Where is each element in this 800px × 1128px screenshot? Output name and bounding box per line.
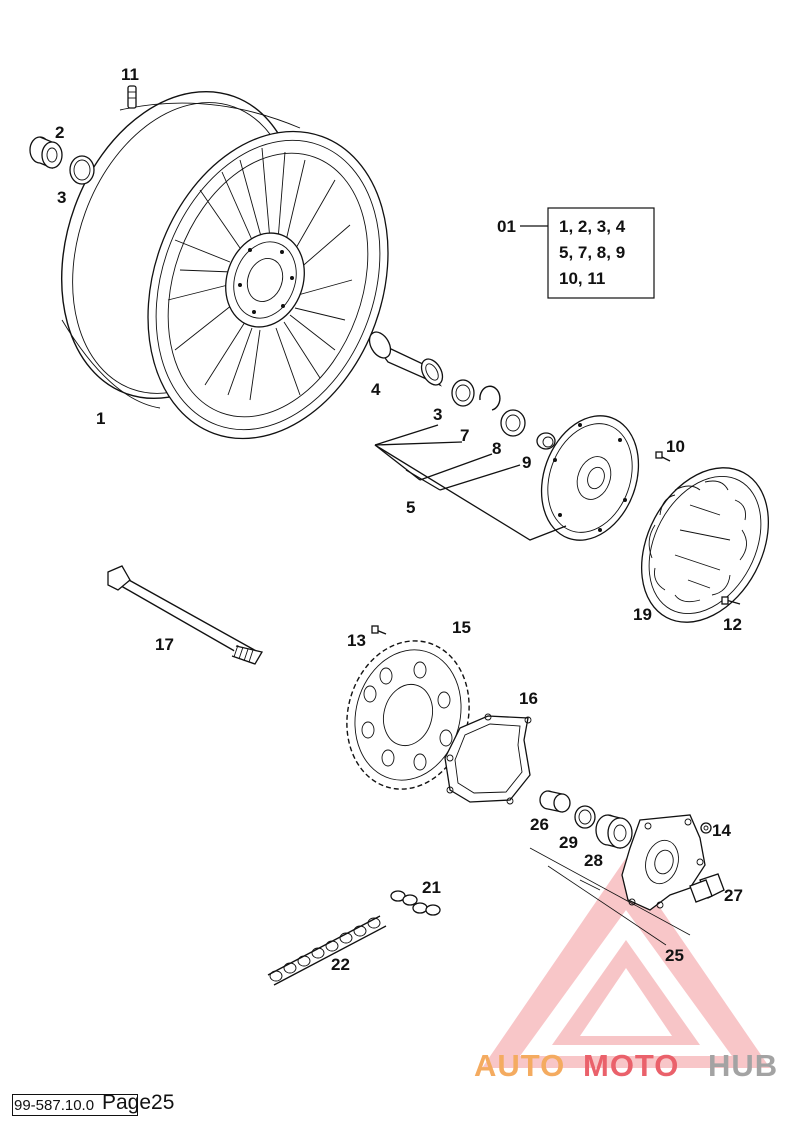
watermark-logo: AUTO MOTO HUB bbox=[474, 858, 778, 1083]
callout-13: 13 bbox=[347, 631, 366, 650]
watermark-text-auto: AUTO bbox=[474, 1048, 565, 1083]
callout-22: 22 bbox=[331, 955, 350, 974]
callout-labels: 11 2 3 1 4 3 7 8 9 5 10 19 12 17 13 15 1… bbox=[55, 65, 743, 974]
damper-part-27 bbox=[689, 873, 725, 903]
leader-lines bbox=[374, 225, 691, 946]
seal-part-29 bbox=[574, 805, 596, 829]
callout-15: 15 bbox=[452, 618, 471, 637]
nut-part-14 bbox=[700, 822, 712, 834]
callout-27: 27 bbox=[724, 886, 743, 905]
callout-26: 26 bbox=[530, 815, 549, 834]
callout-14: 14 bbox=[712, 821, 731, 840]
callout-17: 17 bbox=[155, 635, 174, 654]
callout-5: 5 bbox=[406, 498, 415, 517]
brake-disc-part bbox=[640, 467, 770, 623]
spacer-part-9 bbox=[536, 432, 556, 450]
seal-ring-part-8 bbox=[500, 409, 526, 437]
footer-page-label: Page25 bbox=[102, 1091, 175, 1114]
callout-8: 8 bbox=[492, 439, 501, 458]
sprocket-carrier-part-25 bbox=[621, 814, 706, 911]
screw-part-12 bbox=[721, 596, 741, 605]
callout-3-upper: 3 bbox=[57, 188, 66, 207]
callout-29: 29 bbox=[559, 833, 578, 852]
footer-code: 99-587.10.0 bbox=[14, 1097, 95, 1114]
legend-key: 01 bbox=[497, 217, 516, 236]
callout-4: 4 bbox=[371, 380, 381, 399]
callout-3-lower: 3 bbox=[433, 405, 442, 424]
spacer-tube-part-4 bbox=[368, 331, 444, 387]
screw-part-13 bbox=[371, 625, 387, 635]
chain-link-part-21 bbox=[390, 890, 441, 916]
bearing-part-28 bbox=[595, 814, 633, 849]
spacer-part-2 bbox=[29, 136, 63, 169]
axle-part-17 bbox=[107, 565, 264, 665]
assembly-legend: 01 1, 2, 3, 4 5, 7, 8, 9 10, 11 bbox=[497, 207, 655, 299]
callout-10: 10 bbox=[666, 437, 685, 456]
chain-part-22 bbox=[267, 915, 387, 986]
callout-25: 25 bbox=[665, 946, 684, 965]
bearing-part-3-lower bbox=[451, 379, 475, 407]
legend-line-1: 1, 2, 3, 4 bbox=[559, 217, 626, 236]
footer-code-box bbox=[12, 1094, 138, 1116]
legend-line-3: 10, 11 bbox=[559, 269, 605, 288]
valve-part bbox=[127, 85, 137, 109]
callout-7: 7 bbox=[460, 426, 469, 445]
callout-21: 21 bbox=[422, 878, 441, 897]
circlip-part-7 bbox=[479, 385, 501, 411]
callout-19: 19 bbox=[633, 605, 652, 624]
callout-16: 16 bbox=[519, 689, 538, 708]
gasket-part-16 bbox=[444, 713, 532, 805]
callout-11: 11 bbox=[121, 65, 139, 84]
bearing-part-3-upper bbox=[69, 155, 95, 185]
spacer-part-26 bbox=[539, 790, 571, 813]
legend-line-2: 5, 7, 8, 9 bbox=[559, 243, 625, 262]
callout-9: 9 bbox=[522, 453, 531, 472]
watermark-text-moto: MOTO bbox=[583, 1048, 679, 1083]
callout-2: 2 bbox=[55, 123, 64, 142]
callout-12: 12 bbox=[723, 615, 742, 634]
callout-1: 1 bbox=[96, 409, 105, 428]
watermark-text-hub: HUB bbox=[708, 1048, 778, 1083]
hub-flange-part bbox=[540, 415, 640, 541]
callout-28: 28 bbox=[584, 851, 603, 870]
wheel-rim-part bbox=[60, 90, 389, 440]
screw-part-10 bbox=[655, 451, 671, 462]
